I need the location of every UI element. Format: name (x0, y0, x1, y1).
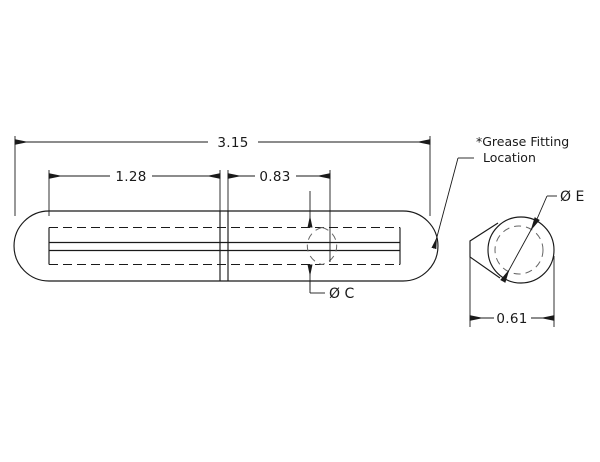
end-view-inner-circle (494, 225, 544, 275)
dim-label-segment-left: 1.28 (115, 169, 146, 185)
dim-label-end-width: 0.61 (496, 311, 527, 327)
dimension-overall-length: 3.15 (14, 135, 431, 216)
bore-hidden-arc (321, 227, 338, 265)
dim-label-segment-right: 0.83 (259, 169, 290, 185)
end-view-outer-circle (487, 216, 555, 284)
callout-label-end-diameter: Ø E (560, 189, 584, 205)
callout-bore-diameter: Ø C (307, 191, 354, 302)
capsule-outline (13, 210, 439, 282)
grease-note-line-1: *Grease Fitting (476, 134, 569, 149)
callout-label-bore-diameter: Ø C (329, 286, 354, 302)
end-view-tab (469, 222, 501, 279)
grease-note-line-2: Location (483, 150, 536, 165)
main-side-view (13, 210, 439, 282)
dim-label-overall-length: 3.15 (217, 135, 248, 151)
dimension-end-width: 0.61 (469, 256, 555, 327)
callout-grease-fitting: *Grease Fitting Location (431, 134, 569, 250)
grease-leader-slant (431, 157, 459, 250)
bore-hidden-arc-left (306, 227, 323, 265)
dimension-segment-left: 1.28 (48, 169, 221, 216)
dime-diagonal (500, 217, 540, 283)
dimension-segment-right: 0.83 (227, 169, 331, 262)
dime-leader-slant (536, 195, 548, 220)
end-view: Ø E (469, 189, 584, 284)
